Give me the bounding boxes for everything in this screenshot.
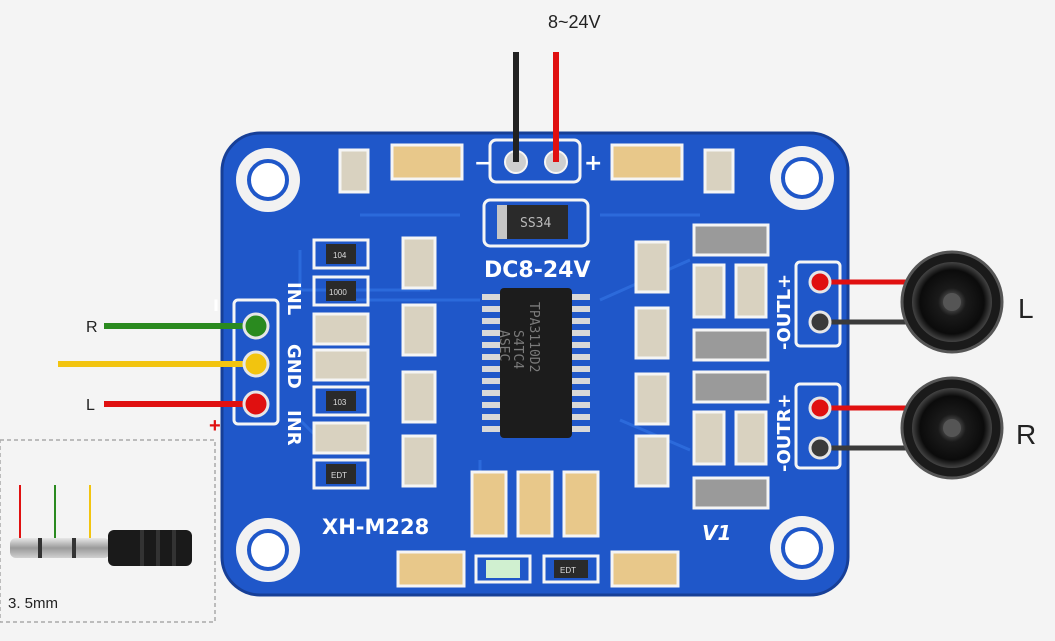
- out-left-pin-negative: [808, 310, 832, 334]
- header-mark-bottom: +: [209, 415, 221, 437]
- jack-inset: 3. 5mm: [0, 439, 216, 623]
- output-terminal-left: [794, 260, 842, 348]
- header-mark-top: I: [213, 296, 219, 315]
- input-pin-gnd: [242, 350, 270, 378]
- header-label-gnd: GND: [283, 344, 304, 389]
- pcb-board: − + SS34 DC8-24V: [209, 131, 850, 597]
- input-label-r: R: [86, 319, 98, 336]
- left-resistor-column: 104 1000 103 EDT: [312, 238, 370, 490]
- output-filter-components: [692, 223, 770, 510]
- power-minus-mark: −: [474, 151, 492, 176]
- mounting-hole-top-right: [770, 146, 834, 210]
- input-pin-inr: [242, 390, 270, 418]
- speaker-right-label: R: [1016, 419, 1036, 450]
- input-pin-inl: [242, 312, 270, 340]
- audio-jack-plug: [10, 530, 192, 566]
- speaker-left-label: L: [1018, 293, 1034, 324]
- out-left-label: -OUTL+: [774, 274, 795, 350]
- mounting-hole-bottom-left: [236, 518, 300, 582]
- out-right-label: -OUTR+: [774, 393, 795, 472]
- header-label-inl: INL: [283, 282, 304, 315]
- resistor-code-3: 103: [333, 398, 347, 407]
- header-label-inr: INR: [283, 410, 304, 446]
- board-model-label: XH-M228: [322, 515, 429, 539]
- bottom-capacitor-row: EDT: [396, 470, 680, 588]
- out-left-pin-positive: [808, 270, 832, 294]
- diode-label: SS34: [520, 216, 551, 231]
- diode-ss34: SS34: [482, 198, 590, 248]
- resistor-code-2: 1000: [329, 288, 347, 297]
- left-capacitor-column: [401, 236, 437, 488]
- ic-text-line-2: S4TC4: [510, 330, 525, 369]
- power-plus-mark: +: [584, 151, 602, 176]
- supply-voltage-label: 8~24V: [548, 12, 601, 32]
- right-capacitor-column: [634, 240, 670, 488]
- board-version-label: V1: [702, 521, 731, 545]
- resistor-code-5: EDT: [560, 566, 576, 575]
- speaker-left: [900, 250, 1004, 354]
- ic-pins: [482, 294, 590, 432]
- out-right-pin-positive: [808, 396, 832, 420]
- out-right-pin-negative: [808, 436, 832, 460]
- speaker-right: [900, 376, 1004, 480]
- ic-text-line-1: TPA3110D2: [526, 302, 541, 372]
- resistor-code-4: EDT: [331, 471, 347, 480]
- top-capacitor-row: [338, 143, 735, 194]
- mounting-hole-bottom-right: [770, 516, 834, 580]
- power-label: DC8-24V: [484, 258, 591, 283]
- resistor-code-1: 104: [333, 251, 347, 260]
- jack-label: 3. 5mm: [8, 595, 58, 612]
- ic-text-line-3: ASEC: [496, 330, 511, 361]
- mounting-hole-top-left: [236, 148, 300, 212]
- output-terminal-right: [794, 382, 842, 470]
- input-label-l: L: [86, 397, 95, 414]
- ic-tpa3110d2: TPA3110D2 S4TC4 ASEC: [482, 288, 590, 438]
